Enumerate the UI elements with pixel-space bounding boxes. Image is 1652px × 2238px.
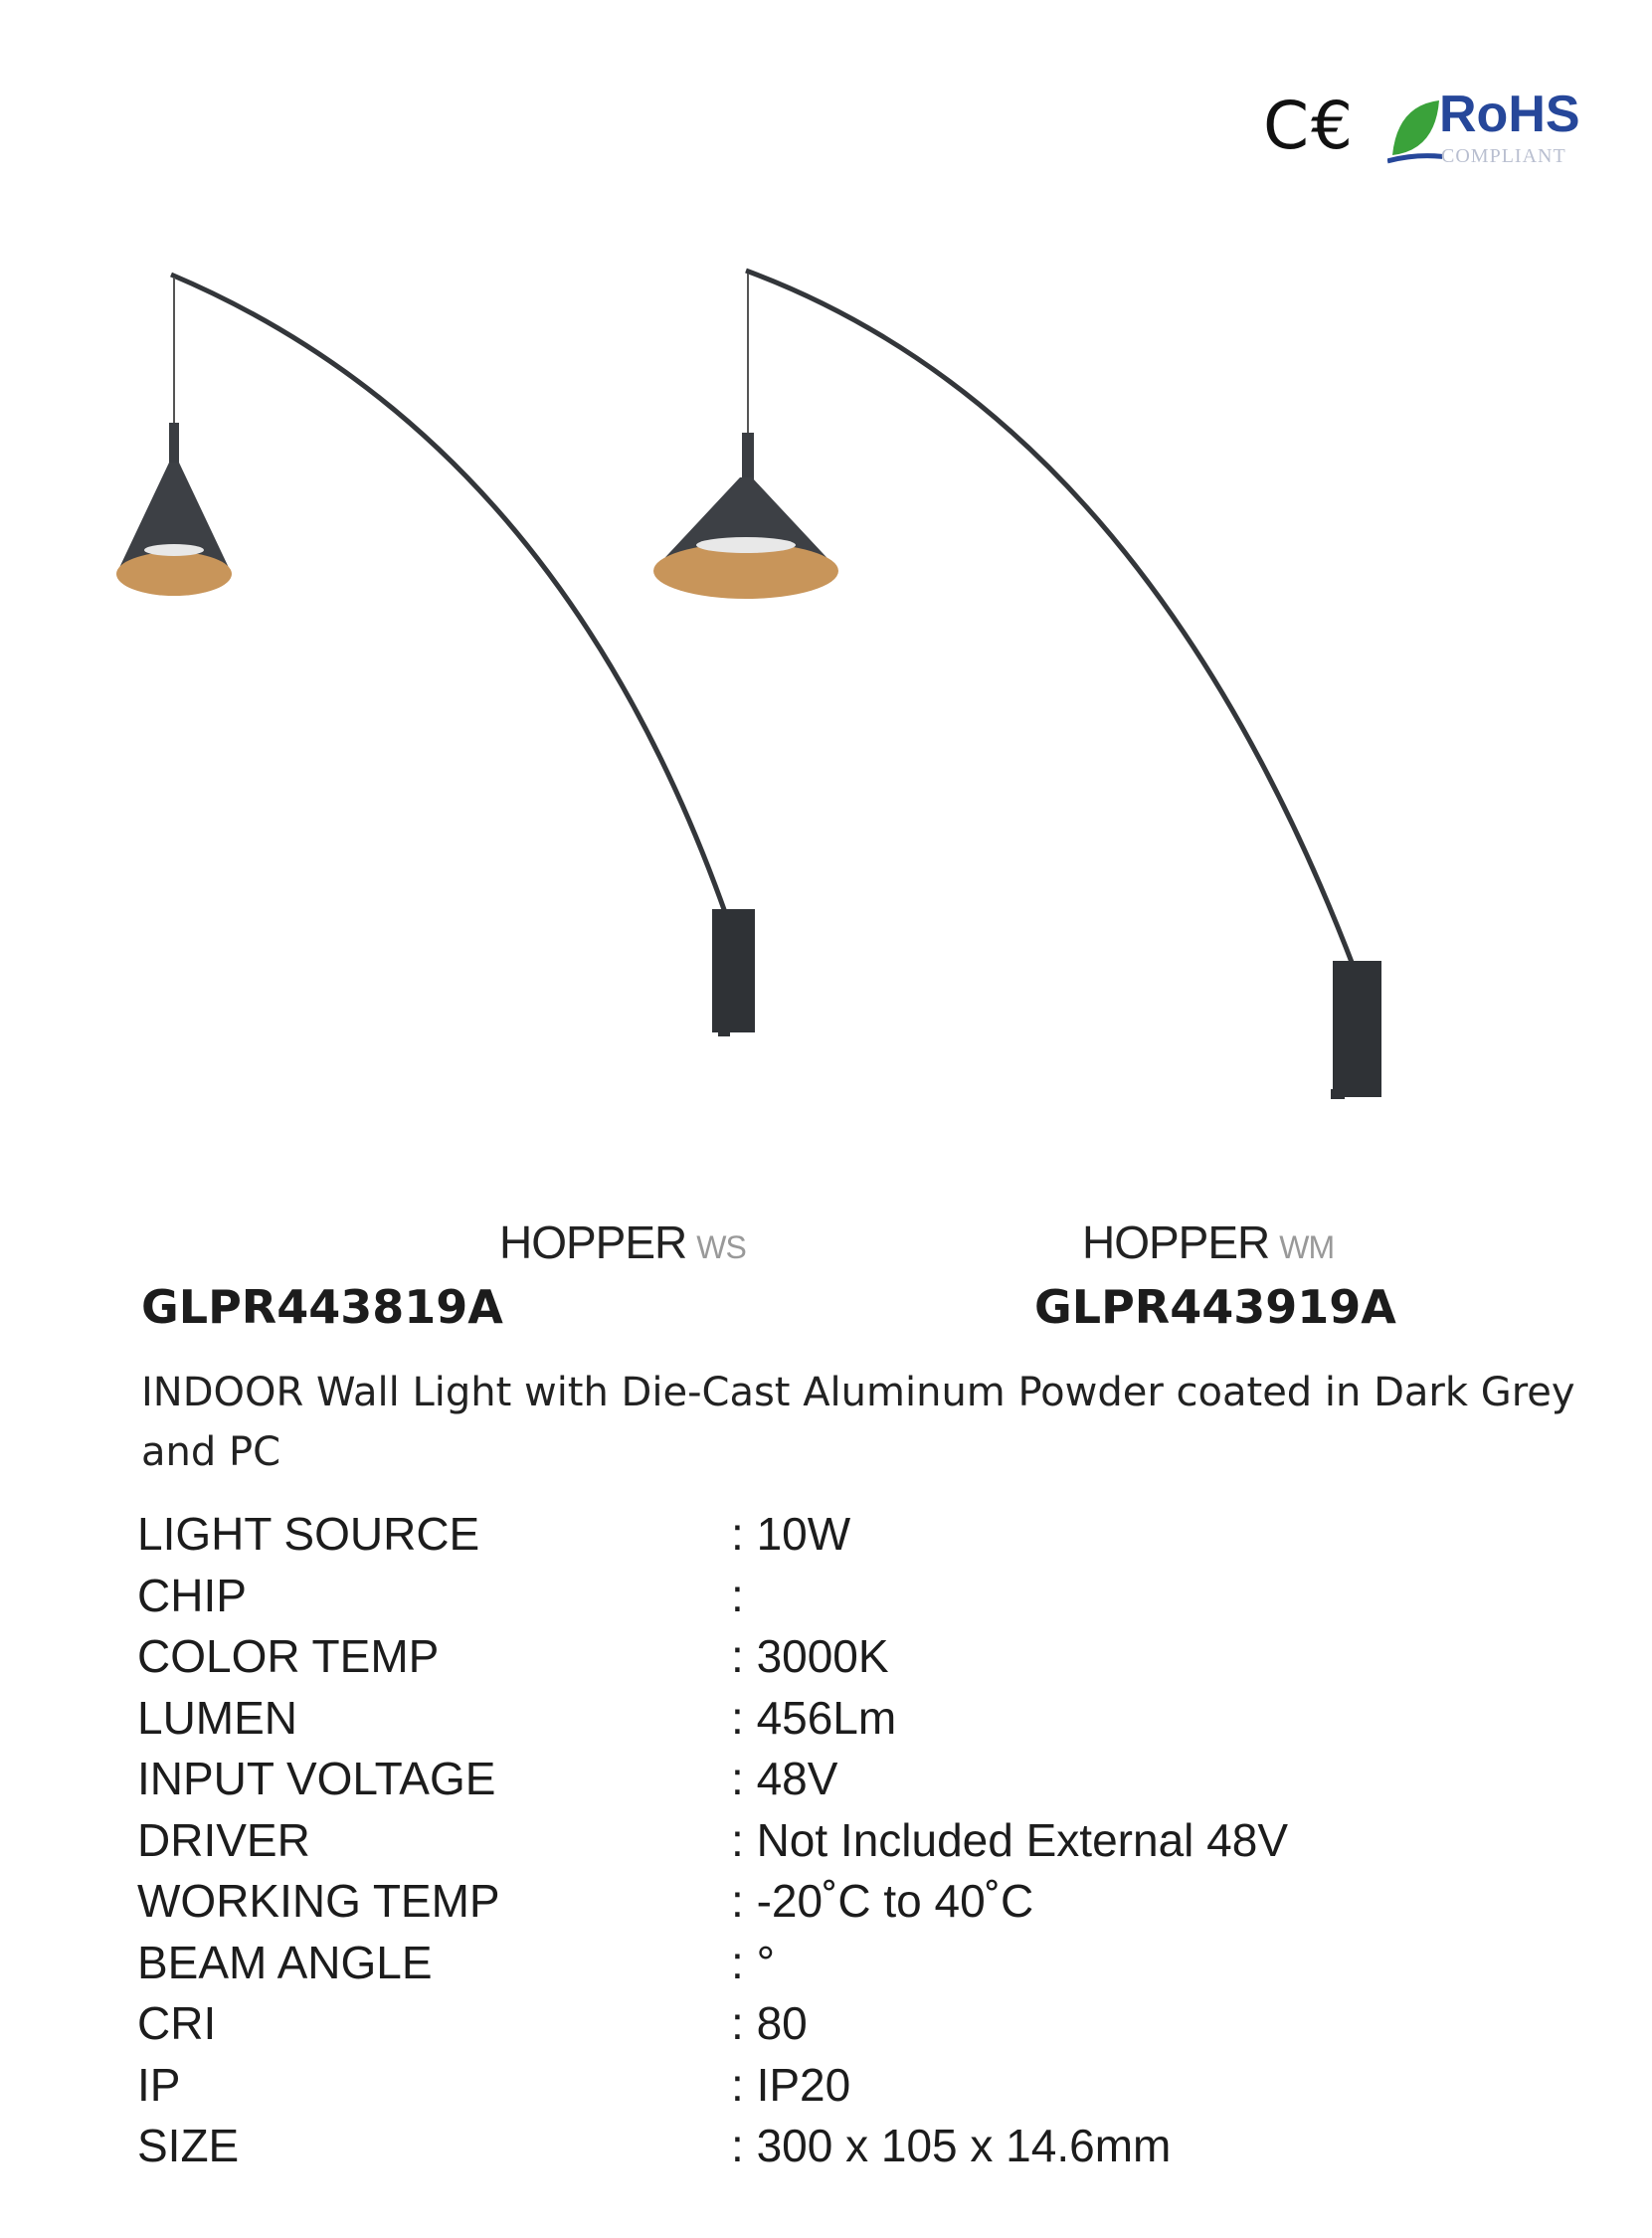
spec-label: INPUT VOLTAGE	[137, 1753, 496, 1804]
spec-row: SIZE 300 x 105 x 14.6mm	[137, 2116, 1288, 2177]
spec-row: LIGHT SOURCE 10W	[137, 1504, 1288, 1566]
spec-row: IP IP20	[137, 2055, 1288, 2117]
spec-row: INPUT VOLTAGE 48V	[137, 1749, 1288, 1810]
spec-row: LUMEN 456Lm	[137, 1688, 1288, 1750]
product-illustrations	[116, 268, 1381, 1099]
ce-mark-logo: C€	[1263, 88, 1356, 164]
spec-row: BEAM ANGLE °	[137, 1933, 1288, 1994]
spec-value: 48V	[731, 1749, 838, 1810]
product-code-wm: GLPR443919A	[1034, 1280, 1396, 1334]
spec-row: CHIP	[137, 1566, 1288, 1627]
product-description: INDOOR Wall Light with Die-Cast Aluminum…	[141, 1370, 1575, 1475]
spec-value: -20˚C to 40˚C	[731, 1871, 1034, 1933]
spec-value	[731, 1566, 744, 1627]
product-code-ws: GLPR443819A	[141, 1280, 503, 1334]
spec-row: COLOR TEMP 3000K	[137, 1626, 1288, 1688]
spec-table: LIGHT SOURCE 10W CHIP COLOR TEMP 3000K LUMEN 4…	[137, 1504, 1288, 2177]
spec-label: IP	[137, 2058, 181, 2111]
spec-value: 10W	[731, 1504, 851, 1566]
spec-row: CRI 80	[137, 1993, 1288, 2055]
spec-label: SIZE	[137, 2120, 240, 2171]
rohs-compliant-text: COMPLIANT	[1441, 145, 1566, 167]
lamp-ws-image	[116, 272, 755, 1036]
spec-label: LIGHT SOURCE	[137, 1508, 480, 1560]
spec-label: LUMEN	[137, 1691, 298, 1744]
spec-row: DRIVER Not Included External 48V	[137, 1810, 1288, 1872]
lamp-wm-image	[653, 268, 1381, 1099]
leaf-icon	[1387, 100, 1442, 164]
spec-label: COLOR TEMP	[137, 1630, 440, 1682]
spec-row: WORKING TEMP -20˚C to 40˚C	[137, 1871, 1288, 1933]
spec-value: IP20	[731, 2055, 851, 2117]
rohs-compliant-logo: RoHS COMPLIANT	[1387, 88, 1606, 171]
spec-label: CRI	[137, 1997, 217, 2049]
spec-value: Not Included External 48V	[731, 1810, 1288, 1872]
spec-value: 300 x 105 x 14.6mm	[731, 2116, 1172, 2177]
spec-label: DRIVER	[137, 1813, 310, 1866]
spec-label: CHIP	[137, 1569, 247, 1621]
spec-value: 3000K	[731, 1626, 889, 1688]
spec-value: °	[731, 1933, 775, 1994]
spec-value: 456Lm	[731, 1688, 897, 1750]
spec-label: WORKING TEMP	[137, 1875, 500, 1927]
spec-label: BEAM ANGLE	[137, 1936, 433, 1988]
rohs-text: RoHS	[1439, 86, 1580, 143]
spec-value: 80	[731, 1993, 808, 2055]
